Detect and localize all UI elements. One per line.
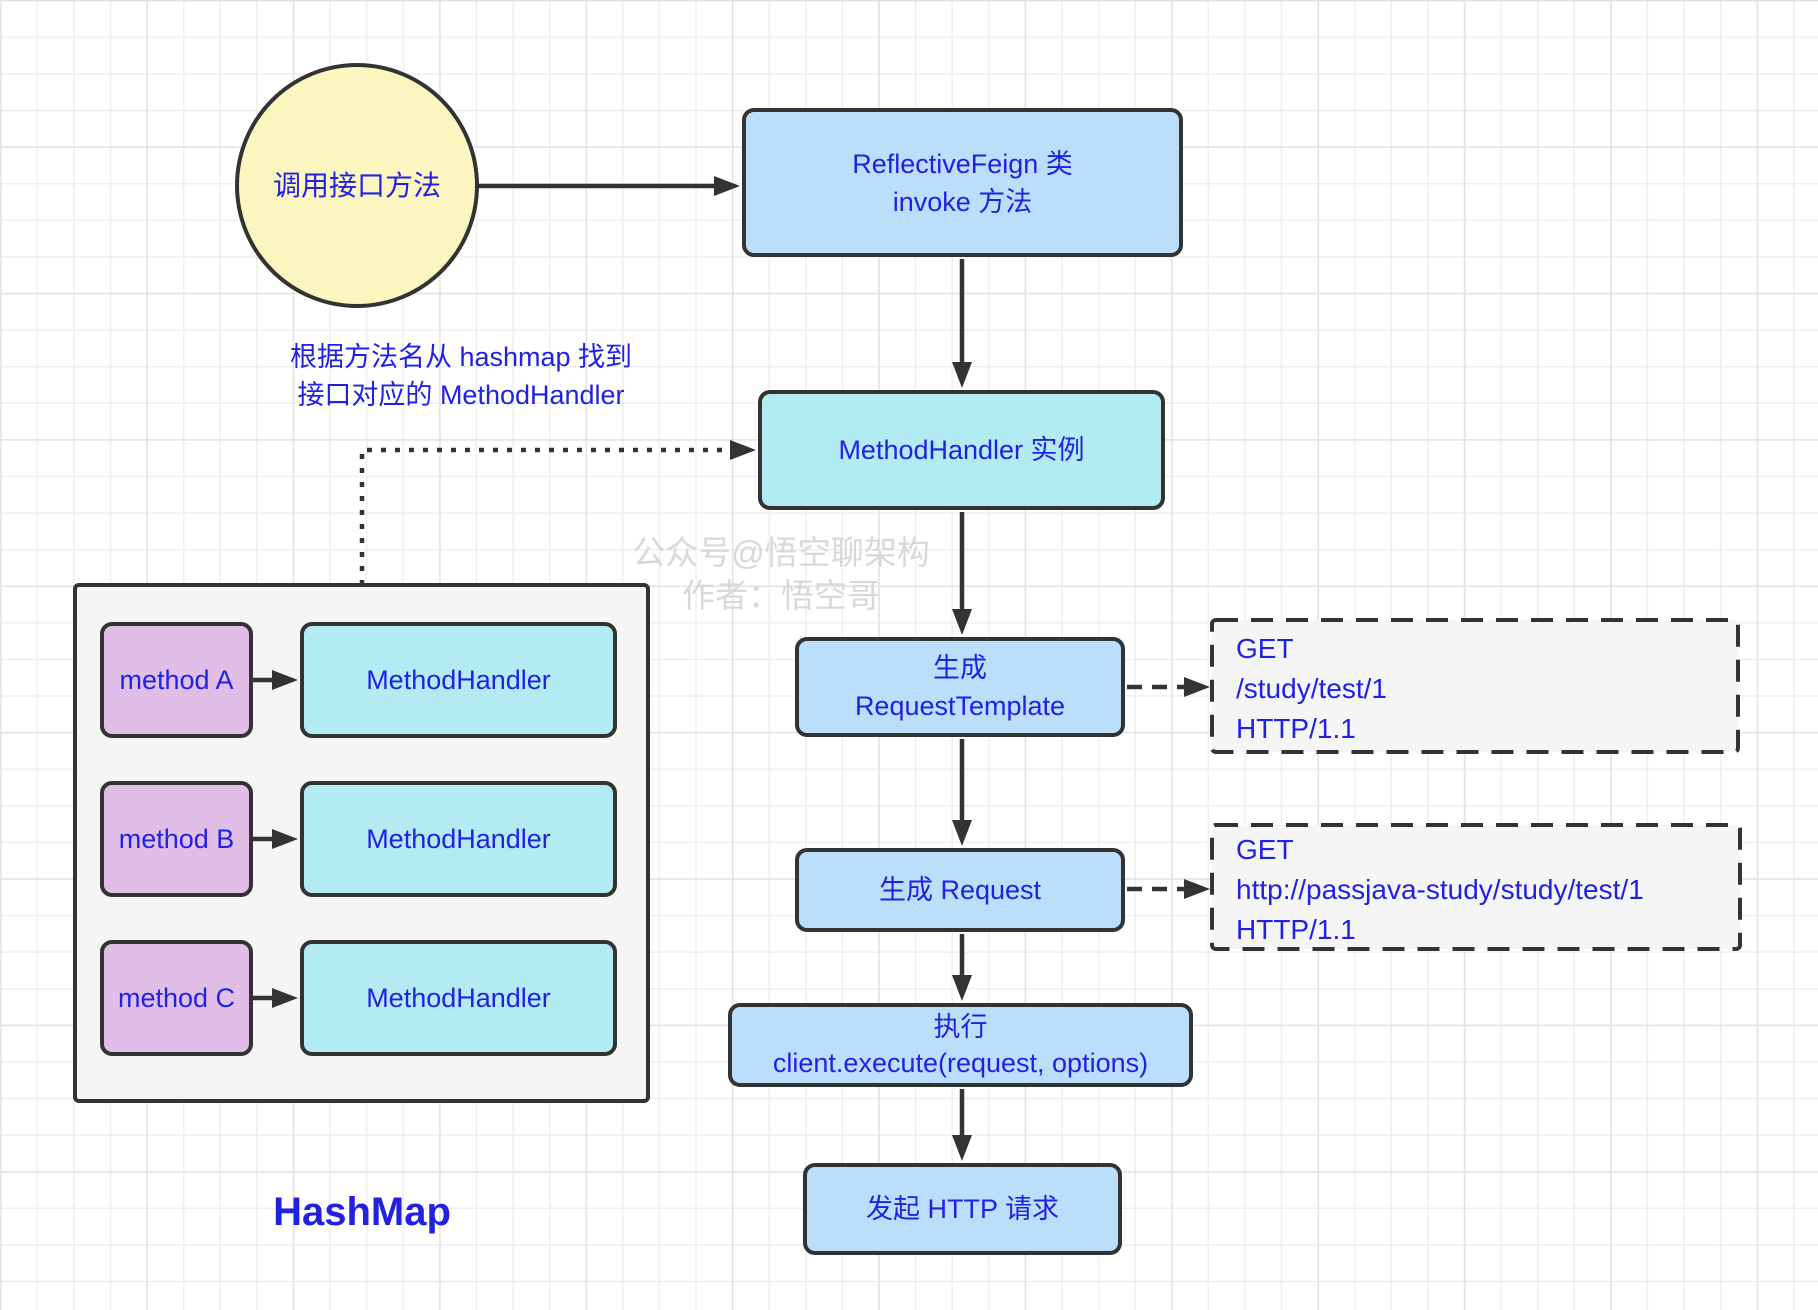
- node-gen-request: 生成 Request: [795, 848, 1125, 932]
- watermark-line1: 公众号@悟空聊架构: [632, 534, 930, 571]
- hashmap-value-methodB: MethodHandler: [300, 781, 617, 897]
- request-template-example-text: GET /study/test/1 HTTP/1.1: [1236, 629, 1716, 749]
- node-gen-request-template-line1: 生成: [933, 653, 987, 683]
- node-gen-request-template-line2: RequestTemplate: [854, 691, 1066, 721]
- node-reflective-feign-line1: ReflectiveFeign 类: [852, 148, 1073, 179]
- hashmap-key-methodB-label: method B: [118, 824, 235, 854]
- node-send-http: 发起 HTTP 请求: [803, 1163, 1122, 1255]
- node-start-circle: 调用接口方法: [235, 63, 479, 308]
- request-example-line2: http://passjava-study/study/test/1: [1236, 874, 1644, 905]
- node-send-http-label: 发起 HTTP 请求: [865, 1194, 1059, 1224]
- request-example-text: GET http://passjava-study/study/test/1 H…: [1236, 830, 1731, 950]
- hashmap-key-methodA: method A: [100, 622, 253, 738]
- node-execute-line1: 执行: [933, 1012, 988, 1042]
- request-template-example-line1: GET: [1236, 633, 1294, 664]
- node-execute: 执行 client.execute(request, options): [728, 1003, 1193, 1087]
- hashmap-key-methodC: method C: [100, 940, 253, 1056]
- hashmap-value-methodC-label: MethodHandler: [366, 983, 551, 1013]
- request-template-example-box: [1210, 618, 1740, 754]
- lookup-annotation-line2: 接口对应的 MethodHandler: [297, 380, 625, 410]
- node-methodhandler-instance: MethodHandler 实例: [758, 390, 1165, 510]
- watermark-line2: 作者：悟空哥: [682, 577, 880, 614]
- node-gen-request-template: 生成 RequestTemplate: [795, 637, 1125, 737]
- hashmap-value-methodC: MethodHandler: [300, 940, 617, 1056]
- hashmap-title-label: HashMap: [273, 1190, 451, 1234]
- request-example-box: [1210, 823, 1742, 951]
- hashmap-value-methodB-label: MethodHandler: [366, 824, 551, 854]
- hashmap-key-methodB: method B: [100, 781, 253, 897]
- hashmap-title: HashMap: [212, 1190, 512, 1235]
- lookup-annotation-line1: 根据方法名从 hashmap 找到: [289, 342, 633, 372]
- request-example-line3: HTTP/1.1: [1236, 914, 1356, 945]
- node-reflective-feign-line2: invoke 方法: [892, 186, 1033, 217]
- hashmap-key-methodA-label: method A: [119, 665, 234, 695]
- lookup-annotation: 根据方法名从 hashmap 找到 接口对应的 MethodHandler: [261, 338, 661, 414]
- request-template-example-line2: /study/test/1: [1236, 673, 1387, 704]
- hashmap-key-methodC-label: method C: [117, 983, 236, 1013]
- hashmap-value-methodA-label: MethodHandler: [366, 665, 551, 695]
- node-gen-request-label: 生成 Request: [878, 875, 1042, 905]
- request-template-example-line3: HTTP/1.1: [1236, 713, 1356, 744]
- node-reflective-feign: ReflectiveFeign 类 invoke 方法: [742, 108, 1183, 257]
- node-execute-line2: client.execute(request, options): [772, 1048, 1149, 1078]
- node-methodhandler-instance-label: MethodHandler 实例: [838, 435, 1085, 465]
- node-start-circle-label: 调用接口方法: [272, 169, 441, 201]
- dotted-arrow-hashmap-to-methodhandler: [359, 440, 756, 585]
- request-example-line1: GET: [1236, 834, 1294, 865]
- watermark: 公众号@悟空聊架构 作者：悟空哥: [581, 531, 981, 617]
- hashmap-value-methodA: MethodHandler: [300, 622, 617, 738]
